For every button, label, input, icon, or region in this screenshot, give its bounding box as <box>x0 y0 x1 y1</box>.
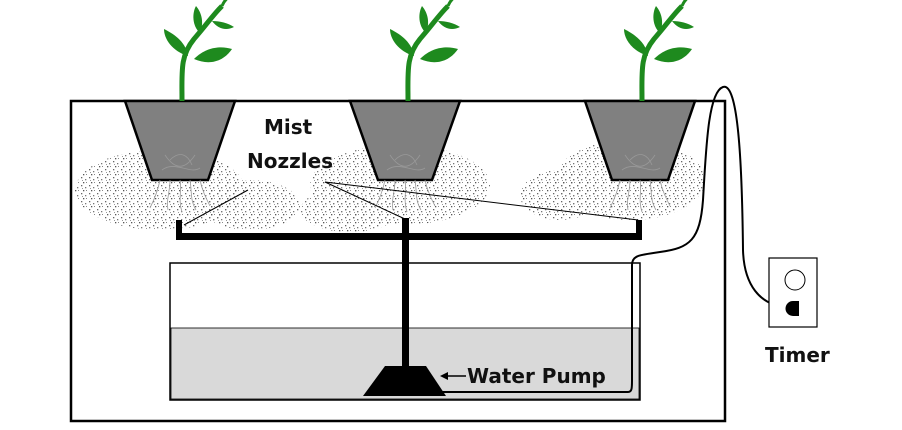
nozzles-label: Nozzles <box>247 149 333 173</box>
mist-pipe <box>176 218 642 368</box>
plug-icon <box>785 301 799 316</box>
net-pot-1 <box>123 0 237 213</box>
water-pump <box>363 366 446 396</box>
power-cord <box>440 85 787 393</box>
leader-lines <box>183 181 639 226</box>
timer-outlet <box>768 257 818 328</box>
net-pot-3 <box>583 0 697 213</box>
net-pot-2 <box>348 0 460 213</box>
mist-label: Mist <box>264 115 313 139</box>
water-pump-label: Water Pump <box>467 364 606 388</box>
plant-icon <box>624 0 694 101</box>
arrow-icon <box>440 372 466 380</box>
plant-icon <box>390 0 460 101</box>
timer-label: Timer <box>765 343 830 367</box>
plant-icon <box>164 0 234 101</box>
